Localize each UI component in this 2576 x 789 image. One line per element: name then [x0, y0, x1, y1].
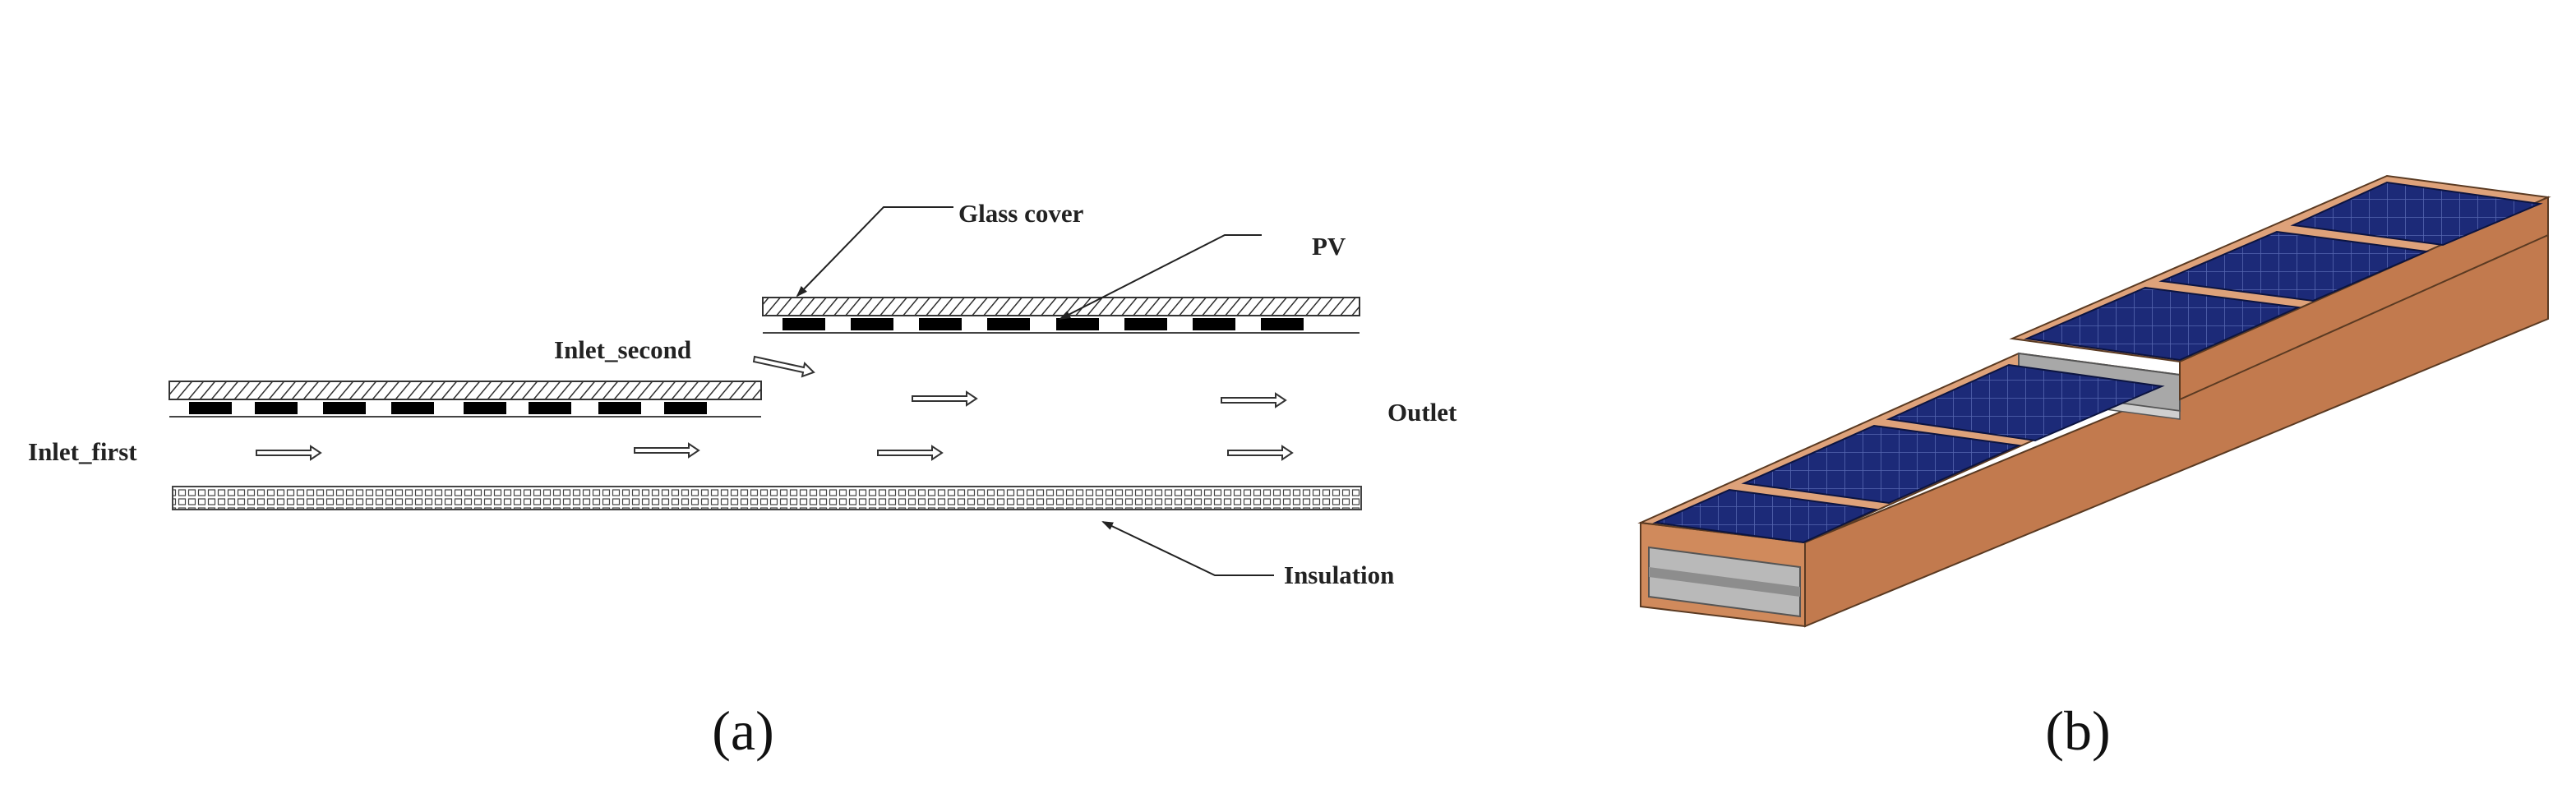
- flow-arrow: [256, 445, 322, 461]
- flow-arrow: [752, 355, 815, 378]
- lower-pv-cells: [189, 402, 707, 414]
- pv-panel: [2290, 181, 2543, 247]
- panel-a-caption: (a): [712, 699, 773, 762]
- insulation-layer: [172, 486, 1362, 510]
- flow-arrow: [877, 445, 944, 461]
- flow-arrow: [1227, 445, 1294, 461]
- upper-pv-cells: [782, 318, 1304, 330]
- upper-collector: [762, 297, 1360, 334]
- glass-cover-leader: [796, 206, 953, 298]
- pv-label: PV: [1312, 232, 1346, 261]
- inlet-first-label: Inlet_first: [28, 437, 137, 466]
- upper-pv-panels: [2024, 181, 2543, 362]
- lower-pv-panels: [1652, 363, 2165, 544]
- insulation-leader: [1101, 521, 1274, 576]
- pv-leader: [1059, 234, 1262, 320]
- panel-b-caption: (b): [2045, 699, 2110, 762]
- flow-arrow: [1221, 392, 1287, 408]
- inlet-second-label: Inlet_second: [554, 335, 691, 364]
- upper-glass-cover: [762, 297, 1360, 316]
- outlet-label: Outlet: [1387, 398, 1457, 427]
- glass-cover-label: Glass cover: [958, 199, 1084, 228]
- flow-arrow: [912, 390, 978, 407]
- insulation-label: Insulation: [1284, 561, 1394, 589]
- pv-panel: [2024, 286, 2301, 362]
- pv-panel: [1652, 488, 1879, 544]
- lower-collector: [169, 381, 762, 418]
- airflow-arrows: [256, 355, 1294, 461]
- panel-b-render: (b): [1637, 174, 2551, 762]
- flow-arrow: [634, 442, 700, 459]
- leader-lines: [796, 206, 1274, 576]
- lower-glass-cover: [169, 381, 762, 400]
- pv-panel: [1741, 424, 2022, 505]
- pv-panel: [2158, 230, 2430, 302]
- pv-panel: [1886, 363, 2165, 442]
- panel-a-schematic: Glass cover PV Inlet_second Outlet Inlet…: [28, 199, 1457, 762]
